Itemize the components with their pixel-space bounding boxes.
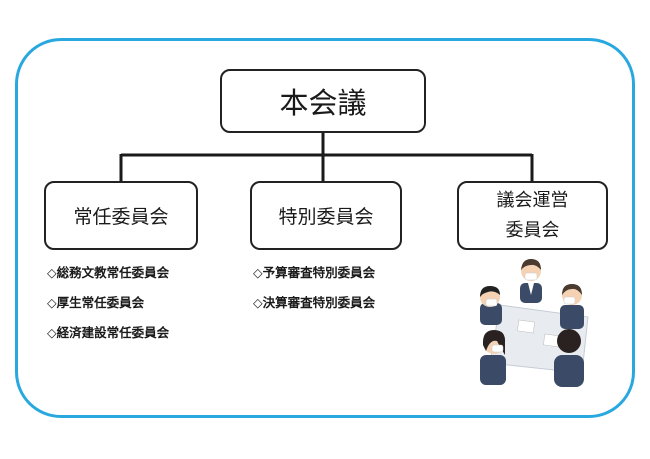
special-committee-label: 特別委員会 [278,206,374,228]
special-committee-box: 特別委員会 [250,181,402,250]
list-item: ◇決算審査特別委員会 [253,295,376,310]
steering-committee-label-line2: 委員会 [505,219,560,241]
standing-committee-box: 常任委員会 [44,181,198,250]
steering-committee-label-line1: 議会運営 [496,189,569,211]
special-subcommittee-list: ◇予算審査特別委員会 ◇決算審査特別委員会 [253,264,375,324]
plenary-label: 本会議 [279,86,367,120]
plenary-box: 本会議 [220,69,426,133]
steering-committee-box: 議会運営 委員会 [457,181,608,250]
list-item: ◇厚生常任委員会 [47,295,145,310]
standing-committee-label: 常任委員会 [73,206,169,228]
meeting-people-illustration [480,259,589,387]
outer-frame [15,38,635,418]
list-item: ◇総務文教常任委員会 [47,265,170,280]
list-item: ◇経済建設常任委員会 [47,325,170,340]
list-item: ◇予算審査特別委員会 [253,265,376,280]
standing-subcommittee-list: ◇総務文教常任委員会 ◇厚生常任委員会 ◇経済建設常任委員会 [47,264,169,354]
